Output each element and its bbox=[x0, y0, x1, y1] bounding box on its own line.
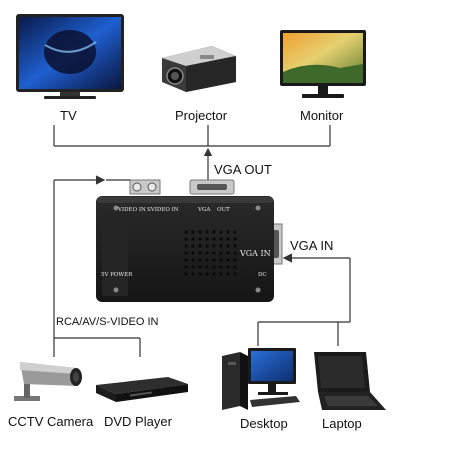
vent-hole bbox=[191, 230, 195, 234]
desktop-icon bbox=[222, 348, 300, 410]
label-vga: VGA bbox=[197, 207, 211, 213]
vent-hole bbox=[205, 272, 209, 276]
cctv-camera-icon bbox=[14, 362, 82, 401]
vent-hole bbox=[233, 230, 237, 234]
vent-hole bbox=[219, 258, 223, 262]
vent-hole bbox=[233, 258, 237, 262]
vent-hole bbox=[212, 265, 216, 269]
vent-hole bbox=[198, 230, 202, 234]
label-video-in: VIDEO IN bbox=[117, 207, 146, 213]
label-projector: Projector bbox=[175, 108, 228, 123]
vent-hole bbox=[184, 265, 188, 269]
label-laptop: Laptop bbox=[322, 416, 362, 431]
label-box-vga-in: VGA IN bbox=[239, 249, 271, 258]
vent-hole bbox=[219, 265, 223, 269]
vent-hole bbox=[226, 272, 230, 276]
vent-hole bbox=[184, 230, 188, 234]
label-out: OUT bbox=[217, 207, 230, 213]
vent-hole bbox=[191, 244, 195, 248]
vent-hole bbox=[205, 251, 209, 255]
vent-hole bbox=[226, 237, 230, 241]
label-dvd-player: DVD Player bbox=[104, 414, 172, 429]
video-input-lines bbox=[53, 175, 141, 357]
vent-hole bbox=[205, 237, 209, 241]
vent-hole bbox=[184, 258, 188, 262]
vent-hole bbox=[198, 272, 202, 276]
vent-hole bbox=[205, 258, 209, 262]
vent-hole bbox=[212, 272, 216, 276]
monitor-icon bbox=[280, 30, 366, 98]
vent-grid bbox=[184, 230, 237, 276]
vent-hole bbox=[219, 237, 223, 241]
vent-hole bbox=[233, 272, 237, 276]
vent-hole bbox=[191, 265, 195, 269]
vent-hole bbox=[212, 251, 216, 255]
vent-hole bbox=[226, 244, 230, 248]
vent-hole bbox=[219, 230, 223, 234]
vent-hole bbox=[233, 244, 237, 248]
vent-hole bbox=[226, 265, 230, 269]
label-dc: DC bbox=[258, 272, 267, 278]
label-monitor: Monitor bbox=[300, 108, 344, 123]
converter-box: VIDEO IN SVIDEO IN VGA OUT VGA IN 5V POW… bbox=[96, 179, 283, 302]
label-cctv-camera: CCTV Camera bbox=[8, 414, 94, 429]
vent-hole bbox=[205, 230, 209, 234]
vent-hole bbox=[198, 237, 202, 241]
tv-icon bbox=[16, 14, 124, 99]
vent-hole bbox=[212, 237, 216, 241]
vent-hole bbox=[233, 251, 237, 255]
vent-hole bbox=[219, 272, 223, 276]
vent-hole bbox=[198, 265, 202, 269]
label-rca-av-svideo-in: RCA/AV/S-VIDEO IN bbox=[56, 316, 159, 328]
vent-hole bbox=[191, 272, 195, 276]
vent-hole bbox=[226, 258, 230, 262]
vent-hole bbox=[191, 258, 195, 262]
vent-hole bbox=[226, 230, 230, 234]
vent-hole bbox=[184, 251, 188, 255]
vent-hole bbox=[184, 244, 188, 248]
dvd-player-icon bbox=[96, 377, 188, 402]
label-vga-out: VGA OUT bbox=[214, 162, 272, 177]
label-svideo-in: SVIDEO IN bbox=[147, 207, 179, 213]
vent-hole bbox=[219, 251, 223, 255]
vent-hole bbox=[184, 237, 188, 241]
vent-hole bbox=[198, 251, 202, 255]
vent-hole bbox=[198, 244, 202, 248]
vent-hole bbox=[233, 265, 237, 269]
vent-hole bbox=[205, 244, 209, 248]
vent-hole bbox=[198, 258, 202, 262]
label-desktop: Desktop bbox=[240, 416, 288, 431]
vent-hole bbox=[191, 237, 195, 241]
vent-hole bbox=[233, 237, 237, 241]
vent-hole bbox=[226, 251, 230, 255]
vent-hole bbox=[219, 244, 223, 248]
vent-hole bbox=[212, 244, 216, 248]
vent-hole bbox=[212, 230, 216, 234]
vent-hole bbox=[205, 265, 209, 269]
vent-hole bbox=[184, 272, 188, 276]
label-tv: TV bbox=[60, 108, 77, 123]
laptop-icon bbox=[314, 352, 386, 410]
projector-icon bbox=[162, 46, 236, 92]
label-power: 5V POWER bbox=[101, 272, 133, 278]
vga-input-lines bbox=[257, 253, 351, 346]
label-vga-in: VGA IN bbox=[290, 238, 334, 253]
vent-hole bbox=[191, 251, 195, 255]
vent-hole bbox=[212, 258, 216, 262]
